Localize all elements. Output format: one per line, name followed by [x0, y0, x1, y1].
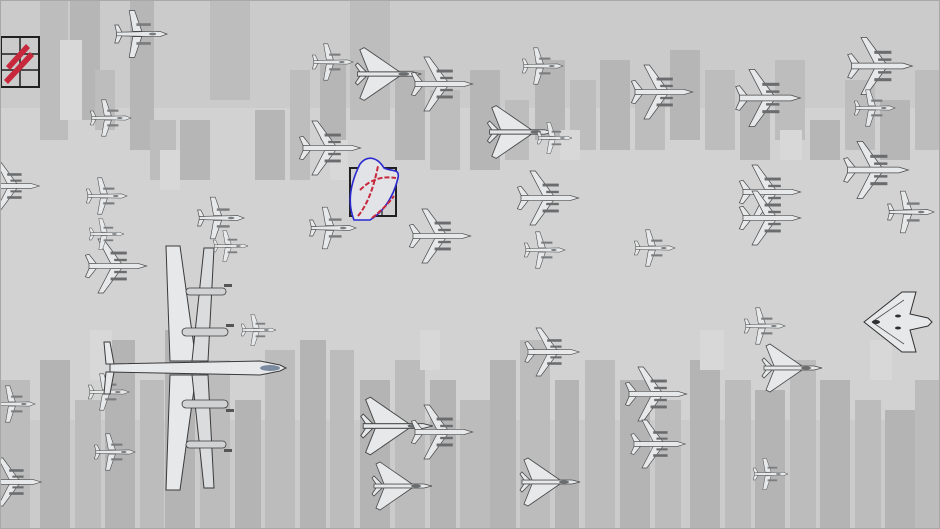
skyline-building-top	[255, 110, 285, 180]
skyline-building-bottom	[620, 380, 650, 529]
skyline-building-light	[60, 40, 82, 120]
skyline-building-bottom	[885, 410, 915, 529]
skyline-building-bottom	[820, 380, 850, 529]
skyline-building-bottom	[300, 340, 326, 529]
skyline-building-bottom	[790, 360, 816, 529]
skyline-building-top	[290, 70, 310, 180]
skyline-building-bottom	[460, 400, 490, 529]
skyline-building-bottom	[755, 390, 785, 529]
skyline-building-bottom	[235, 400, 261, 529]
skyline-building-light	[560, 130, 580, 160]
skyline-building-top	[810, 120, 840, 160]
skyline-building-bottom	[75, 400, 101, 529]
skyline-building-bottom	[490, 360, 516, 529]
skyline-building-bottom	[330, 350, 354, 529]
player-hull-outline	[349, 157, 400, 221]
skyline-building-bottom	[855, 400, 881, 529]
skyline-building-top	[705, 70, 735, 150]
skyline-building-bottom	[555, 380, 579, 529]
skyline-building-bottom	[395, 360, 425, 529]
skyline-building-light	[780, 130, 802, 160]
skyline-building-bottom	[40, 360, 70, 529]
skyline-building-bottom	[725, 380, 751, 529]
player-craft[interactable]	[349, 157, 400, 221]
skyline-building-light	[870, 340, 892, 380]
skyline-building-light	[420, 330, 440, 370]
skyline-building-bottom	[430, 380, 456, 529]
skyline-building-light	[160, 150, 180, 190]
skyline-building-bottom	[265, 350, 295, 529]
skyline-building-light	[700, 330, 724, 370]
skyline-building-bottom	[915, 380, 940, 529]
skyline-building-bottom	[140, 380, 164, 529]
skyline-building-top	[210, 0, 250, 100]
skyline-building-top	[320, 60, 346, 140]
skyline-building-top	[915, 70, 940, 150]
skyline-building-top	[180, 120, 210, 180]
skyline-building-bottom	[655, 400, 681, 529]
skyline-building-top	[600, 60, 630, 150]
skyline-building-bottom	[585, 360, 615, 529]
skyline-building-bottom	[690, 360, 720, 529]
ammo-crate-pickup[interactable]	[0, 36, 40, 88]
